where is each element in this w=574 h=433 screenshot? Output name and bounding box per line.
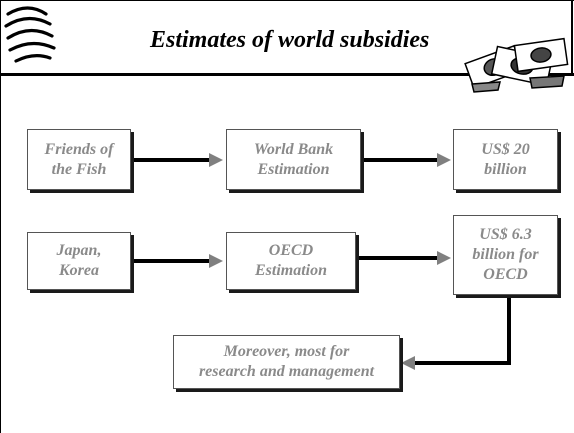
arrow-fish-to-worldbank — [130, 153, 223, 167]
arrow-japan-to-oecd — [130, 254, 223, 268]
dollar-bills-icon — [464, 37, 569, 93]
frame-left-border — [0, 0, 1, 433]
arrow-oecd-to-us63 — [355, 251, 451, 265]
box-friends-of-the-fish: Friends of the Fish — [27, 129, 131, 190]
box-world-bank-estimation-label: World Bank Estimation — [253, 140, 334, 178]
box-us-20-billion-label: US$ 20 billion — [481, 140, 530, 178]
title-divider — [0, 73, 574, 76]
arrow-worldbank-to-us20 — [360, 153, 451, 167]
box-oecd-estimation-label: OECD Estimation — [254, 242, 328, 279]
box-moreover-research-management: Moreover, most for research and manageme… — [173, 335, 400, 389]
slide-title: Estimates of world subsidies — [150, 27, 430, 53]
wto-logo-icon — [4, 6, 56, 63]
box-us-20-billion: US$ 20 billion — [453, 129, 558, 190]
box-us-6-3-billion-oecd: US$ 6.3 billion for OECD — [453, 215, 558, 295]
frame-top-border — [0, 0, 574, 1]
box-us-6-3-billion-oecd-label: US$ 6.3 billion for OECD — [472, 226, 539, 283]
box-moreover-label: Moreover, most for research and manageme… — [198, 343, 375, 380]
box-japan-korea: Japan, Korea — [27, 232, 131, 290]
arrow-us63-to-moreover — [401, 296, 511, 370]
box-oecd-estimation: OECD Estimation — [226, 232, 356, 290]
box-world-bank-estimation: World Bank Estimation — [226, 129, 361, 190]
box-friends-of-the-fish-label: Friends of the Fish — [44, 140, 114, 178]
header-right-border — [571, 0, 573, 76]
box-japan-korea-label: Japan, Korea — [56, 242, 102, 279]
